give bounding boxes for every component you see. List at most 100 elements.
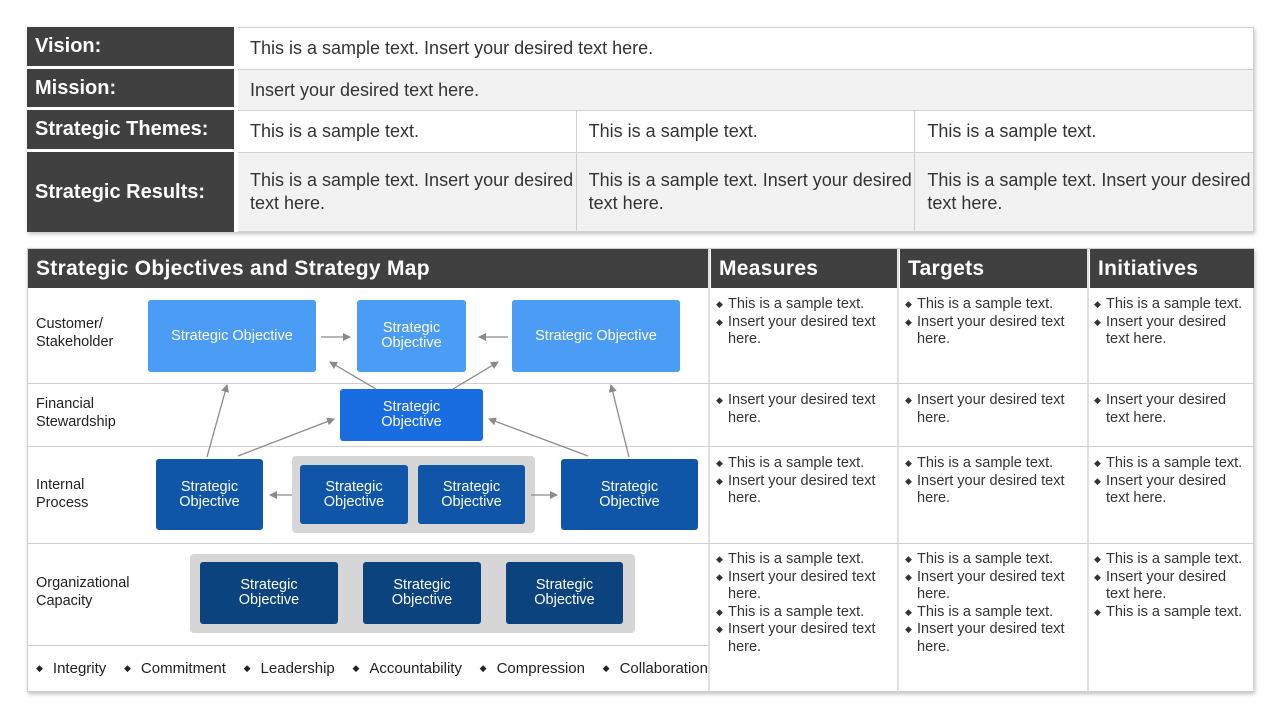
- diamond-bullet-icon: ◆: [36, 663, 43, 673]
- diamond-bullet-icon: ◆: [1094, 475, 1101, 486]
- bullet-item: ◆This is a sample text.: [1094, 455, 1243, 471]
- bullet-item: ◆Insert your desired text here.: [905, 392, 1065, 426]
- organizational-objective: Strategic Objective: [200, 562, 338, 624]
- targets-cell: ◆Insert your desired text here.: [905, 392, 1083, 427]
- diamond-bullet-icon: ◆: [1094, 554, 1101, 564]
- bullet-item: ◆Insert your desired text here.: [905, 313, 1065, 348]
- diamond-bullet-icon: ◆: [123, 663, 131, 673]
- targets-cell: ◆This is a sample text.◆Insert your desi…: [905, 296, 1083, 349]
- row-label-organizational: Organizational Capacity: [36, 575, 130, 609]
- diamond-bullet-icon: ◆: [905, 571, 912, 582]
- initiatives-header: Initiatives: [1090, 249, 1254, 288]
- bullet-item: ◆This is a sample text.: [716, 455, 865, 471]
- bullet-item: ◆Insert your desired text here.: [716, 313, 876, 348]
- measures-cell: ◆This is a sample text.◆Insert your desi…: [716, 455, 894, 508]
- initiatives-cell: ◆This is a sample text.◆Insert your desi…: [1094, 455, 1246, 508]
- bullet-item: ◆Insert your desired text here.: [1094, 392, 1227, 426]
- diamond-bullet-icon: ◆: [1094, 395, 1101, 405]
- vision-row: Vision: This is a sample text. Insert yo…: [27, 27, 1254, 69]
- vision-text: This is a sample text. Insert your desir…: [238, 28, 1254, 69]
- result-cell: This is a sample text. Insert your desir…: [238, 153, 577, 231]
- measures-header: Measures: [711, 249, 897, 288]
- bullet-item: ◆This is a sample text.: [905, 551, 1054, 567]
- bullet-item: ◆This is a sample text.: [905, 455, 1054, 471]
- value-item: ◆Leadership: [243, 660, 335, 677]
- bullet-item: ◆Insert your desired text here.: [1094, 313, 1227, 348]
- customer-objective: Strategic Objective: [512, 300, 680, 372]
- bullet-item: ◆Insert your desired text here.: [905, 568, 1065, 603]
- measures-cell: ◆This is a sample text.◆Insert your desi…: [716, 296, 894, 349]
- bullet-item: ◆This is a sample text.: [1094, 296, 1243, 312]
- row-label-financial: Financial Stewardship: [36, 396, 116, 430]
- value-item: ◆Accountability: [352, 660, 462, 677]
- financial-objective: Strategic Objective: [340, 389, 483, 441]
- initiatives-cell: ◆This is a sample text.◆Insert your desi…: [1094, 551, 1246, 621]
- row-divider: [28, 543, 1254, 544]
- column-divider: [1087, 249, 1089, 691]
- diamond-bullet-icon: ◆: [716, 606, 723, 617]
- diamond-bullet-icon: ◆: [905, 554, 912, 564]
- mission-row: Mission: Insert your desired text here.: [27, 69, 1254, 110]
- results-label: Strategic Results:: [27, 152, 234, 232]
- value-item: ◆Collaboration: [602, 660, 708, 677]
- diamond-bullet-icon: ◆: [905, 299, 912, 309]
- diamond-bullet-icon: ◆: [905, 475, 912, 486]
- diamond-bullet-icon: ◆: [243, 663, 251, 673]
- initiatives-cell: ◆Insert your desired text here.: [1094, 392, 1246, 427]
- value-item: ◆Commitment: [123, 660, 226, 677]
- bullet-item: ◆This is a sample text.: [1094, 603, 1243, 620]
- bullet-item: ◆Insert your desired text here.: [716, 621, 876, 655]
- bullet-item: ◆Insert your desired text here.: [905, 472, 1065, 507]
- value-item: ◆Integrity: [36, 660, 107, 677]
- theme-cell: This is a sample text.: [238, 111, 577, 152]
- bullet-item: ◆Insert your desired text here.: [716, 392, 876, 426]
- targets-cell: ◆This is a sample text.◆Insert your desi…: [905, 551, 1083, 657]
- theme-cell: This is a sample text.: [915, 111, 1255, 152]
- strategy-map-table: Strategic Objectives and Strategy Map Me…: [27, 248, 1254, 692]
- core-values: ◆Integrity ◆Commitment ◆Leadership ◆Acco…: [36, 660, 708, 677]
- diamond-bullet-icon: ◆: [716, 316, 723, 327]
- objectives-header: Strategic Objectives and Strategy Map: [28, 249, 708, 288]
- arrow: [488, 417, 589, 457]
- result-cell: This is a sample text. Insert your desir…: [915, 153, 1255, 231]
- initiatives-cell: ◆This is a sample text.◆Insert your desi…: [1094, 296, 1246, 349]
- diamond-bullet-icon: ◆: [1094, 299, 1101, 309]
- bullet-item: ◆This is a sample text.: [905, 603, 1054, 620]
- measures-cell: ◆Insert your desired text here.: [716, 392, 894, 427]
- diamond-bullet-icon: ◆: [716, 554, 723, 564]
- diamond-bullet-icon: ◆: [905, 458, 912, 468]
- targets-cell: ◆This is a sample text.◆Insert your desi…: [905, 455, 1083, 508]
- diamond-bullet-icon: ◆: [1094, 316, 1101, 327]
- customer-objective: Strategic Objective: [357, 300, 466, 372]
- arrow: [237, 417, 335, 457]
- customer-objective: Strategic Objective: [148, 300, 316, 372]
- bullet-item: ◆This is a sample text.: [716, 603, 865, 620]
- row-divider: [28, 446, 1254, 447]
- diamond-bullet-icon: ◆: [905, 606, 912, 617]
- value-item: ◆Compression: [479, 660, 585, 677]
- diamond-bullet-icon: ◆: [905, 395, 912, 405]
- diamond-bullet-icon: ◆: [602, 663, 610, 673]
- diamond-bullet-icon: ◆: [716, 571, 723, 582]
- theme-cell: This is a sample text.: [577, 111, 916, 152]
- diamond-bullet-icon: ◆: [716, 395, 723, 405]
- diamond-bullet-icon: ◆: [1094, 571, 1101, 582]
- diamond-bullet-icon: ◆: [716, 475, 723, 486]
- diamond-bullet-icon: ◆: [479, 663, 487, 673]
- mission-label: Mission:: [27, 69, 234, 110]
- internal-objective: Strategic Objective: [300, 465, 408, 524]
- bullet-item: ◆This is a sample text.: [905, 296, 1054, 312]
- column-divider: [897, 249, 899, 691]
- vision-label: Vision:: [27, 27, 234, 69]
- bullet-item: ◆This is a sample text.: [716, 551, 865, 567]
- bullet-item: ◆Insert your desired text here.: [1094, 472, 1227, 507]
- organizational-objective: Strategic Objective: [506, 562, 623, 624]
- diamond-bullet-icon: ◆: [905, 624, 912, 635]
- bullet-item: ◆This is a sample text.: [1094, 551, 1243, 567]
- diamond-bullet-icon: ◆: [1094, 606, 1101, 617]
- diamond-bullet-icon: ◆: [716, 624, 723, 635]
- diamond-bullet-icon: ◆: [905, 316, 912, 327]
- themes-label: Strategic Themes:: [27, 110, 234, 152]
- strategy-overview-table: Vision: This is a sample text. Insert yo…: [27, 27, 1255, 232]
- column-divider: [708, 249, 710, 691]
